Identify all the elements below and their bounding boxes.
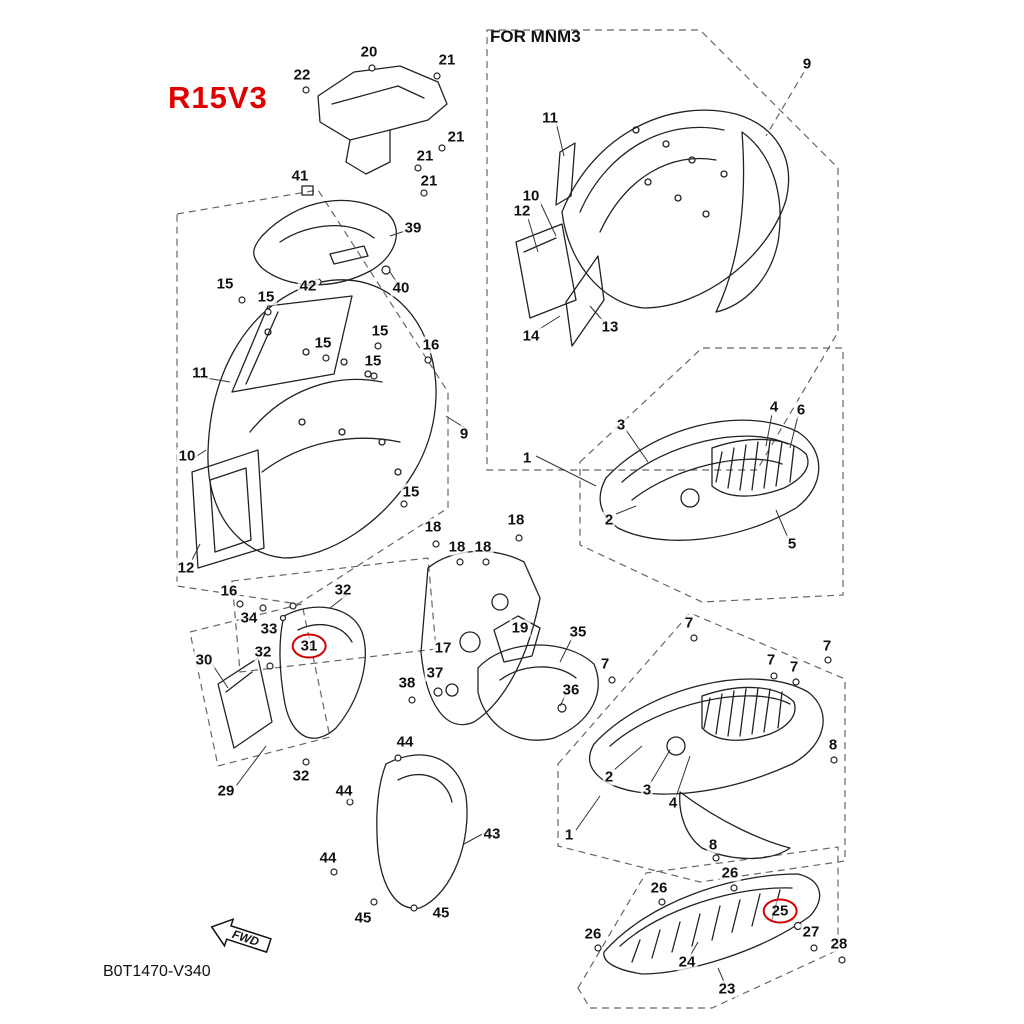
callout-26: 26 [582,925,604,943]
callout-25: 25 [762,898,798,924]
callout-16: 16 [218,582,240,600]
fastener-icons [236,64,846,964]
callout-11: 11 [190,364,210,382]
callout-34: 34 [238,609,260,627]
callout-39: 39 [402,219,424,237]
callout-18: 18 [505,511,527,529]
callout-27: 27 [800,923,822,941]
callout-30: 30 [193,651,215,669]
callout-44: 44 [394,733,416,751]
callout-1: 1 [562,826,576,844]
callout-28: 28 [828,935,850,953]
callout-8: 8 [706,836,720,854]
callout-40: 40 [390,279,412,297]
callout-35: 35 [567,623,589,641]
callout-21: 21 [418,172,440,190]
callout-44: 44 [317,849,339,867]
callout-21: 21 [445,128,467,146]
callout-7: 7 [764,651,778,669]
callout-42: 42 [297,277,319,295]
callout-7: 7 [682,614,696,632]
callout-26: 26 [648,879,670,897]
callout-21: 21 [436,51,458,69]
callout-15: 15 [214,275,236,293]
callout-24: 24 [676,953,698,971]
callout-18: 18 [472,538,494,556]
callout-18: 18 [446,538,468,556]
callout-15: 15 [255,288,277,306]
callout-43: 43 [481,825,503,843]
model-label: R15V3 [168,80,268,115]
callout-11: 11 [540,109,560,127]
callout-22: 22 [291,66,313,84]
callout-5: 5 [785,535,799,553]
callout-38: 38 [396,674,418,692]
callout-23: 23 [716,980,738,998]
fairing-line-art [191,65,824,975]
callout-7: 7 [598,655,612,673]
callout-32: 32 [252,643,274,661]
callout-45: 45 [352,909,374,927]
callout-12: 12 [175,559,197,577]
callout-14: 14 [520,327,542,345]
callout-45: 45 [430,904,452,922]
callout-44: 44 [333,782,355,800]
callout-37: 37 [424,664,446,682]
callout-15: 15 [362,352,384,370]
callout-18: 18 [422,518,444,536]
callout-20: 20 [358,43,380,61]
callout-2: 2 [602,768,616,786]
callout-15: 15 [369,322,391,340]
callout-10: 10 [520,187,542,205]
diagram-code: B0T1470-V340 [103,963,211,980]
callout-41: 41 [289,167,311,185]
callout-33: 33 [258,620,280,638]
callout-7: 7 [787,658,801,676]
callout-36: 36 [560,681,582,699]
callout-31: 31 [291,633,327,659]
callout-26: 26 [719,864,741,882]
callout-9: 9 [457,425,471,443]
callout-32: 32 [332,581,354,599]
callout-19: 19 [509,619,531,637]
callout-21: 21 [414,147,436,165]
callout-12: 12 [511,202,533,220]
callout-15: 15 [312,334,334,352]
callout-29: 29 [215,782,237,800]
callout-3: 3 [640,781,654,799]
callout-4: 4 [666,794,680,812]
callout-10: 10 [176,447,198,465]
callout-16: 16 [420,336,442,354]
callout-9: 9 [800,55,814,73]
callout-3: 3 [614,416,628,434]
callout-2: 2 [602,511,616,529]
callout-15: 15 [400,483,422,501]
callout-7: 7 [820,637,834,655]
callout-32: 32 [290,767,312,785]
callout-8: 8 [826,736,840,754]
callout-4: 4 [767,398,781,416]
inset-variant-label: FOR MNM3 [490,27,581,46]
callout-13: 13 [599,318,621,336]
callout-17: 17 [432,639,454,657]
callout-1: 1 [520,449,534,467]
fwd-arrow: FWD [210,917,272,954]
callout-6: 6 [794,401,808,419]
